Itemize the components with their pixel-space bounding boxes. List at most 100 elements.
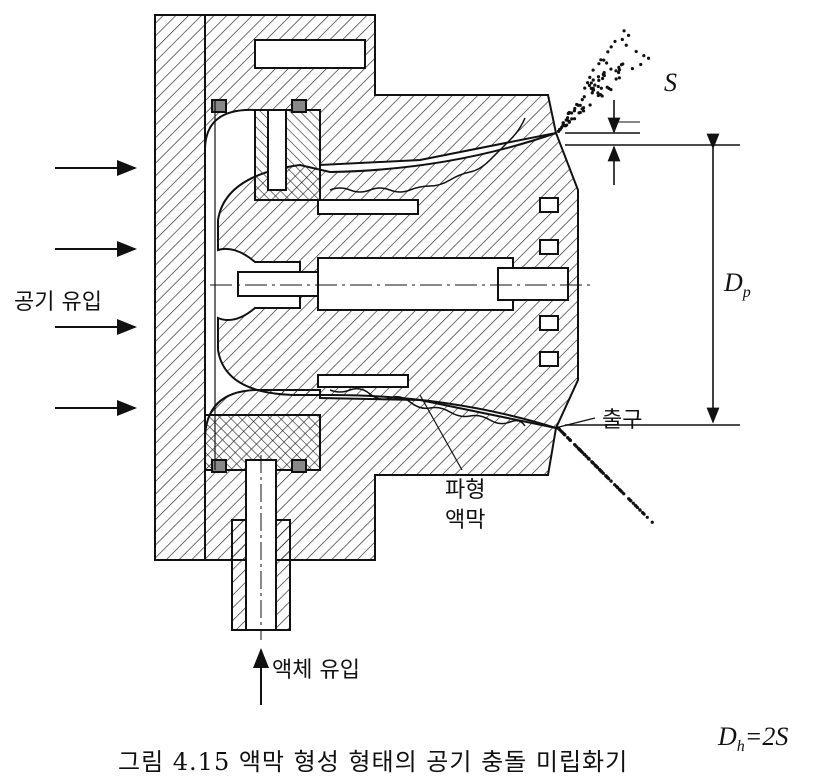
spray-droplet bbox=[630, 67, 635, 71]
spray-droplet bbox=[577, 447, 581, 451]
top-bolt bbox=[254, 39, 366, 69]
figure-caption: 그림 4.15 액막 형성 형태의 공기 충돌 미립화기 bbox=[118, 748, 629, 776]
spray-droplet bbox=[617, 76, 621, 80]
spray-droplet bbox=[580, 450, 584, 454]
wavy-film-label-line1: 파형 bbox=[445, 478, 486, 503]
wavy-film-lower bbox=[329, 387, 526, 427]
spray-droplet bbox=[609, 87, 613, 92]
spray-droplet bbox=[642, 54, 646, 58]
spray-droplet bbox=[566, 436, 570, 440]
spray-droplet bbox=[600, 94, 604, 98]
spray-droplet bbox=[645, 515, 649, 519]
inner-ring-lower bbox=[204, 414, 321, 471]
liquid-pipe-right-wall bbox=[275, 519, 291, 631]
spray-droplet bbox=[613, 39, 617, 44]
housing-left-wall bbox=[154, 14, 206, 561]
spray-droplet bbox=[597, 78, 601, 82]
gap-s-label: S bbox=[664, 68, 677, 97]
spray-droplet bbox=[614, 69, 618, 73]
spray-droplet bbox=[620, 37, 624, 42]
spray-droplet bbox=[616, 70, 621, 75]
spray-droplet bbox=[635, 505, 640, 510]
spray-droplet bbox=[581, 109, 586, 113]
spray-droplet bbox=[560, 430, 564, 434]
spray-droplet bbox=[566, 111, 570, 116]
seal-4 bbox=[291, 459, 307, 473]
film-leader bbox=[419, 394, 463, 471]
spray-droplet bbox=[604, 61, 609, 65]
spray-droplet bbox=[575, 445, 579, 449]
dh-subscript: h bbox=[736, 738, 745, 756]
spray-droplet bbox=[588, 103, 592, 107]
seal-3 bbox=[211, 459, 227, 473]
central-shaft bbox=[317, 257, 514, 311]
spray-droplet bbox=[589, 86, 593, 90]
spray-droplet bbox=[634, 49, 638, 54]
spray-droplet bbox=[638, 508, 642, 512]
wavy-film-label: 파형 액막 bbox=[445, 476, 485, 536]
outlet-label: 출구 bbox=[602, 408, 643, 433]
seal-1 bbox=[211, 99, 227, 113]
spray-droplet bbox=[633, 503, 637, 507]
spray-droplet bbox=[570, 117, 574, 121]
dh-symbol: D bbox=[718, 722, 737, 751]
spray-droplet bbox=[613, 483, 617, 487]
spray-droplet bbox=[583, 86, 587, 90]
spray-droplet bbox=[599, 469, 603, 473]
liquid-inlet-label: 액체 유입 bbox=[272, 658, 360, 683]
spray-droplet bbox=[596, 75, 601, 79]
shaft-bolt bbox=[497, 267, 569, 301]
spray-droplet bbox=[609, 45, 613, 49]
spray-droplet bbox=[593, 83, 597, 87]
spray-droplet bbox=[650, 520, 654, 524]
spray-droplet bbox=[609, 67, 613, 71]
hydraulic-diameter-label: Dh=2S bbox=[718, 722, 788, 756]
spray-droplet bbox=[582, 95, 586, 99]
spray-droplet bbox=[617, 65, 621, 69]
screw-1 bbox=[539, 197, 559, 213]
dp-symbol: D bbox=[724, 268, 743, 297]
screw-4 bbox=[539, 351, 559, 367]
spray-droplet bbox=[628, 498, 633, 503]
spray-droplet bbox=[602, 71, 606, 75]
spray-droplet bbox=[567, 120, 571, 124]
spray-droplet bbox=[591, 78, 595, 82]
spray-droplet bbox=[557, 427, 561, 431]
air-inlet-label: 공기 유입 bbox=[14, 290, 102, 315]
spray-droplets bbox=[556, 29, 654, 524]
spray-droplet bbox=[606, 50, 610, 54]
spray-droplet bbox=[599, 58, 603, 62]
spray-droplet bbox=[614, 77, 618, 81]
seal-2 bbox=[291, 99, 307, 113]
spray-droplet bbox=[558, 127, 563, 131]
spray-droplet bbox=[586, 456, 590, 460]
spray-droplet bbox=[600, 76, 605, 81]
outlet-leader bbox=[554, 417, 596, 429]
spray-droplet bbox=[573, 106, 577, 111]
spray-droplet bbox=[577, 111, 581, 115]
spray-droplet bbox=[589, 81, 593, 85]
rear-bolt bbox=[237, 271, 319, 297]
spray-droplet bbox=[580, 98, 584, 102]
spray-droplet bbox=[615, 485, 620, 490]
spray-droplet bbox=[622, 29, 626, 33]
spray-droplet bbox=[639, 62, 643, 67]
spray-droplet bbox=[599, 86, 603, 90]
screw-3 bbox=[539, 315, 559, 331]
spray-droplet bbox=[619, 63, 624, 67]
film-plate-lower bbox=[317, 374, 409, 388]
spray-droplet bbox=[595, 465, 599, 469]
liquid-pipe-left-wall bbox=[231, 519, 247, 631]
spray-droplet bbox=[585, 81, 590, 85]
spray-droplet bbox=[602, 58, 606, 62]
spray-droplet bbox=[631, 501, 635, 505]
spray-droplet bbox=[590, 91, 594, 95]
spray-droplet bbox=[646, 56, 651, 60]
spray-droplet bbox=[602, 73, 606, 78]
spray-droplet bbox=[609, 479, 613, 483]
spray-droplet bbox=[591, 461, 595, 465]
wavy-film-upper bbox=[329, 117, 526, 193]
spray-droplet bbox=[596, 84, 600, 89]
spray-droplet bbox=[572, 117, 577, 121]
